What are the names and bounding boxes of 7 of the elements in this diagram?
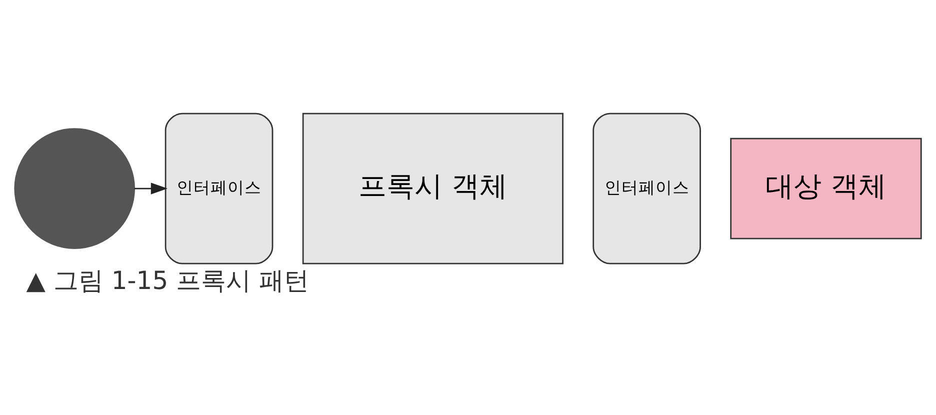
node-person — [14, 128, 136, 248]
node-box: 인터페이스 — [592, 112, 701, 264]
node-box: 대상 객체 — [730, 137, 922, 239]
node-box: 인터페이스 — [164, 112, 274, 264]
caption: ▲ 그림 1-15 프록시 패턴 — [26, 266, 310, 295]
arrow — [134, 182, 168, 194]
node-box: 프록시 객체 — [302, 112, 564, 264]
